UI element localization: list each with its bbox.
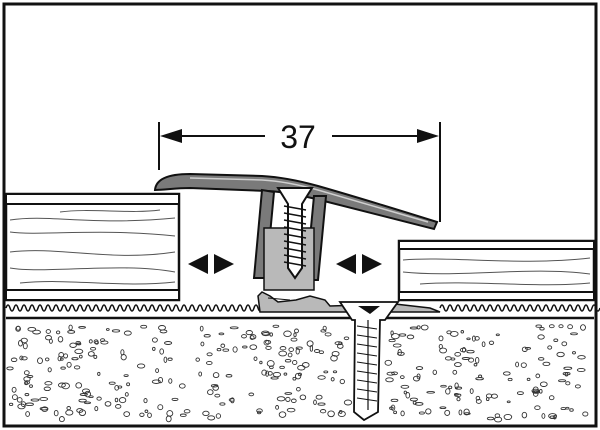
dimension-value: 37 xyxy=(280,119,316,155)
double-arrow-left-right-icon xyxy=(188,254,234,274)
concrete-specks xyxy=(6,324,589,423)
dimension-arrowhead-right xyxy=(417,129,439,143)
double-arrow-left-right-icon xyxy=(336,254,382,274)
screw xyxy=(276,187,314,280)
dimension-indicator: 37 xyxy=(158,119,441,222)
left-floor-panel xyxy=(4,192,181,302)
right-floor-panel xyxy=(397,239,596,302)
anchor-dowel xyxy=(338,301,400,422)
concrete-subfloor xyxy=(6,316,594,424)
dimension-arrowhead-left xyxy=(160,129,182,143)
right-wood-grain xyxy=(402,257,591,286)
left-wood-grain xyxy=(9,209,176,285)
underlay-layer xyxy=(5,304,600,312)
